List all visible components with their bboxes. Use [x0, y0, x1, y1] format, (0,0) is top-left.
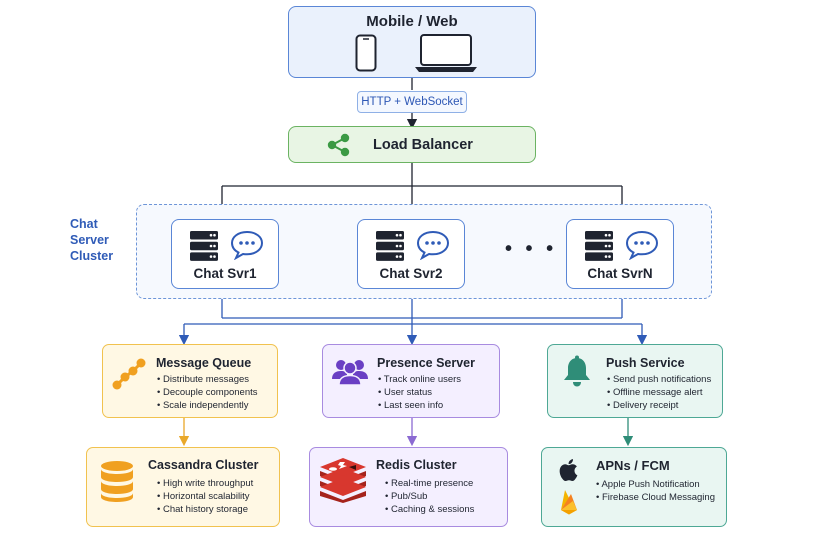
list-item: Distribute messages — [157, 373, 258, 386]
server-rack-icon — [585, 231, 613, 261]
list-item: Delivery receipt — [607, 399, 711, 412]
mobile-phone-icon — [355, 34, 377, 72]
list-item: Horizontal scalability — [157, 490, 253, 503]
presence-server-features: Track online users User status Last seen… — [378, 373, 461, 412]
chat-server-name: Chat Svr2 — [379, 266, 443, 281]
push-service-title: Push Service — [606, 356, 685, 370]
users-group-icon — [332, 360, 368, 385]
firebase-logo-icon — [561, 490, 577, 515]
list-item: Decouple components — [157, 386, 258, 399]
laptop-icon — [415, 34, 477, 72]
push-service-box: Push Service Send push notifications Off… — [547, 344, 723, 418]
list-item: Pub/Sub — [385, 490, 474, 503]
chat-server-n: Chat SvrN — [566, 219, 674, 289]
server-rack-icon — [376, 231, 404, 261]
server-rack-icon — [190, 231, 218, 261]
cluster-label: Chat Server Cluster — [70, 216, 113, 264]
more-servers-ellipsis: • • • — [505, 238, 558, 260]
list-item: High write throughput — [157, 477, 253, 490]
chat-bubble-icon — [625, 230, 659, 260]
load-balancer-box: Load Balancer — [288, 126, 536, 163]
cassandra-cluster-box: Cassandra Cluster High write throughput … — [86, 447, 280, 527]
database-icon — [101, 461, 133, 502]
cluster-label-line: Server — [70, 233, 109, 247]
list-item: Apple Push Notification — [596, 478, 715, 491]
presence-server-box: Presence Server Track online users User … — [322, 344, 500, 418]
share-nodes-icon — [327, 133, 350, 157]
chat-server-name: Chat SvrN — [587, 266, 653, 281]
list-item: Caching & sessions — [385, 503, 474, 516]
message-queue-features: Distribute messages Decouple components … — [157, 373, 258, 412]
list-item: Offline message alert — [607, 386, 711, 399]
list-item: Send push notifications — [607, 373, 711, 386]
list-item: Firebase Cloud Messaging — [596, 491, 715, 504]
client-title: Mobile / Web — [366, 13, 458, 30]
message-queue-box: Message Queue Distribute messages Decoup… — [102, 344, 278, 418]
cluster-label-line: Chat — [70, 217, 98, 231]
list-item: Chat history storage — [157, 503, 253, 516]
apns-fcm-box: APNs / FCM Apple Push Notification Fireb… — [541, 447, 727, 527]
load-balancer-title: Load Balancer — [373, 137, 473, 153]
apns-fcm-features: Apple Push Notification Firebase Cloud M… — [596, 478, 715, 504]
redis-features: Real-time presence Pub/Sub Caching & ses… — [385, 477, 474, 516]
chat-bubble-icon — [416, 230, 450, 260]
redis-cluster-box: Redis Cluster Real-time presence Pub/Sub… — [309, 447, 508, 527]
message-queue-title: Message Queue — [156, 356, 252, 370]
list-item: Scale independently — [157, 399, 258, 412]
cassandra-title: Cassandra Cluster — [148, 458, 259, 472]
list-item: Track online users — [378, 373, 461, 386]
apns-fcm-title: APNs / FCM — [596, 458, 670, 473]
list-item: User status — [378, 386, 461, 399]
bell-icon — [564, 355, 590, 387]
message-queue-icon — [112, 358, 146, 390]
redis-logo-icon — [320, 458, 366, 503]
chat-bubble-icon — [230, 230, 264, 260]
list-item: Last seen info — [378, 399, 461, 412]
redis-title: Redis Cluster — [376, 458, 457, 472]
chat-server-2: Chat Svr2 — [357, 219, 465, 289]
presence-server-title: Presence Server — [377, 356, 475, 370]
protocol-label: HTTP + WebSocket — [357, 91, 467, 113]
push-service-features: Send push notifications Offline message … — [607, 373, 711, 412]
apple-logo-icon — [559, 459, 578, 482]
cassandra-features: High write throughput Horizontal scalabi… — [157, 477, 253, 516]
chat-server-name: Chat Svr1 — [193, 266, 257, 281]
chat-server-1: Chat Svr1 — [171, 219, 279, 289]
list-item: Real-time presence — [385, 477, 474, 490]
client-box: Mobile / Web — [288, 6, 536, 78]
cluster-label-line: Cluster — [70, 249, 114, 263]
